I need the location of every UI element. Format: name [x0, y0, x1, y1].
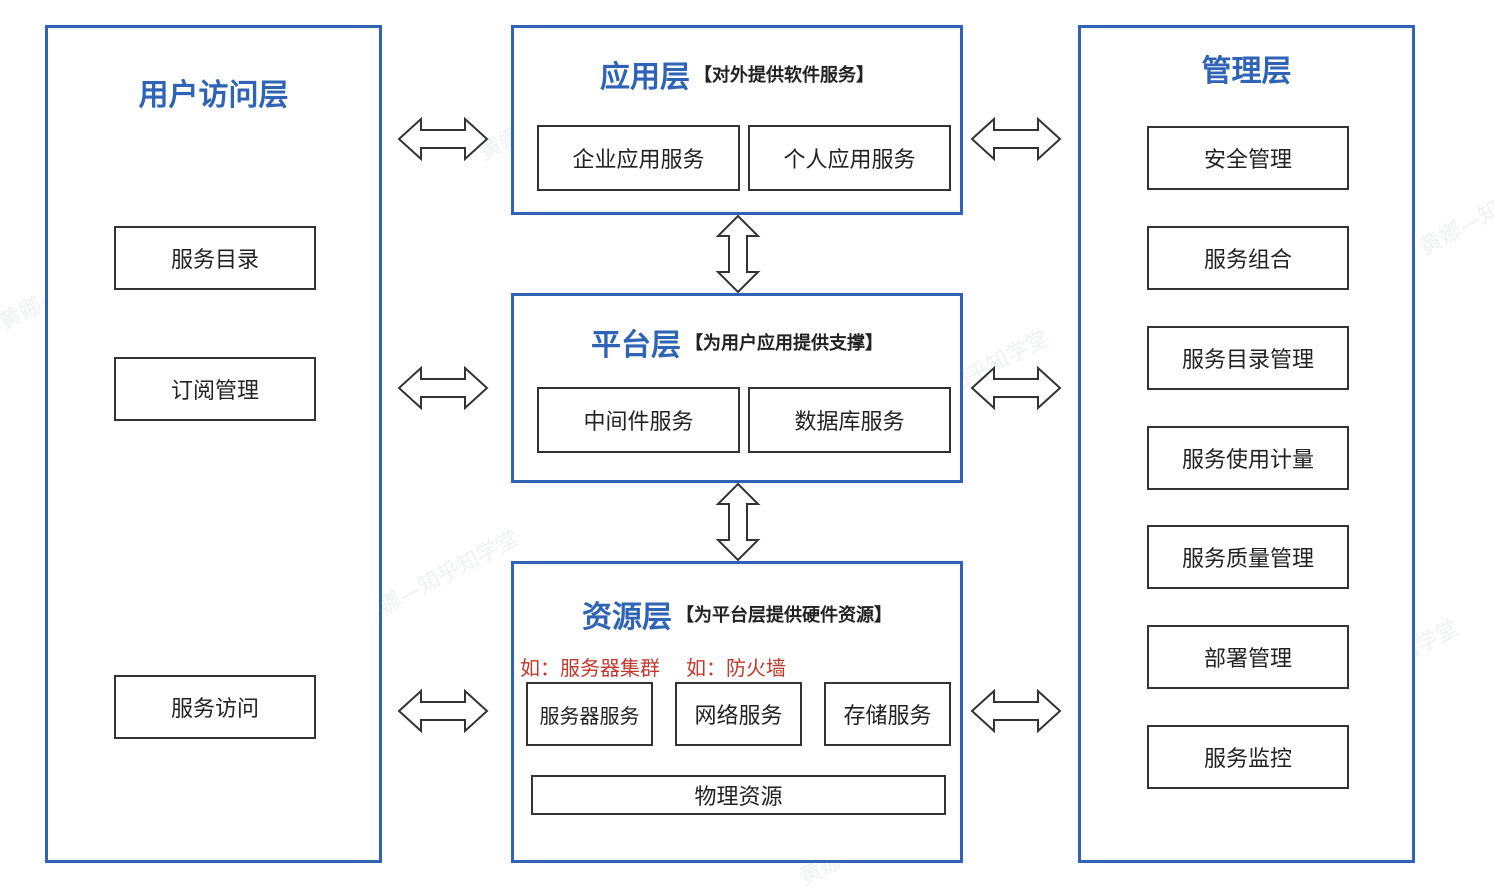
service-access-box: 服务访问: [114, 675, 316, 739]
resource-layer-title: 资源层: [582, 600, 672, 635]
deployment-management-box: 部署管理: [1147, 625, 1349, 689]
storage-service-box: 存储服务: [824, 682, 951, 746]
personal-app-service-box: 个人应用服务: [748, 125, 951, 191]
middleware-service-box: 中间件服务: [537, 387, 740, 453]
server-service-box: 服务器服务: [526, 682, 653, 746]
double-arrow-horizontal-icon: [970, 116, 1062, 162]
example-firewall: 如：防火墙: [686, 656, 786, 680]
platform-layer-panel: 平台层【为用户应用提供支撑】 中间件服务 数据库服务: [511, 293, 963, 483]
security-management-box: 安全管理: [1147, 126, 1349, 190]
service-quality-management-box: 服务质量管理: [1147, 525, 1349, 589]
watermark: 黄娜—知乎知学堂: [1415, 155, 1494, 261]
double-arrow-horizontal-icon: [397, 365, 489, 411]
example-server-cluster: 如：服务器集群: [520, 656, 660, 680]
double-arrow-horizontal-icon: [970, 365, 1062, 411]
double-arrow-vertical-icon: [715, 482, 761, 562]
platform-layer-note: 【为用户应用提供支撑】: [685, 333, 883, 354]
physical-resources-box: 物理资源: [531, 775, 946, 815]
user-access-layer-panel: 用户访问层 服务目录 订阅管理 服务访问: [45, 25, 382, 863]
management-layer-title: 管理层: [1201, 54, 1292, 89]
management-layer-panel: 管理层 安全管理 服务组合 服务目录管理 服务使用计量 服务质量管理 部署管理 …: [1078, 25, 1415, 863]
subscription-management-box: 订阅管理: [114, 357, 316, 421]
service-catalog-box: 服务目录: [114, 226, 316, 290]
service-catalog-management-box: 服务目录管理: [1147, 326, 1349, 390]
platform-layer-header: 平台层【为用户应用提供支撑】: [514, 320, 960, 364]
network-service-box: 网络服务: [675, 682, 802, 746]
application-layer-header: 应用层【对外提供软件服务】: [514, 52, 960, 96]
enterprise-app-service-box: 企业应用服务: [537, 125, 740, 191]
database-service-box: 数据库服务: [748, 387, 951, 453]
double-arrow-vertical-icon: [715, 214, 761, 294]
platform-layer-title: 平台层: [591, 328, 681, 363]
double-arrow-horizontal-icon: [397, 116, 489, 162]
service-usage-metering-box: 服务使用计量: [1147, 426, 1349, 490]
application-layer-title: 应用层: [600, 60, 690, 95]
service-composition-box: 服务组合: [1147, 226, 1349, 290]
resource-layer-panel: 资源层【为平台层提供硬件资源】 如：服务器集群 如：防火墙 服务器服务 网络服务…: [511, 561, 963, 863]
application-layer-panel: 应用层【对外提供软件服务】 企业应用服务 个人应用服务: [511, 25, 963, 215]
resource-layer-note: 【为平台层提供硬件资源】: [676, 605, 892, 626]
service-monitoring-box: 服务监控: [1147, 725, 1349, 789]
application-layer-note: 【对外提供软件服务】: [694, 65, 874, 86]
double-arrow-horizontal-icon: [970, 688, 1062, 734]
double-arrow-horizontal-icon: [397, 688, 489, 734]
user-access-layer-title: 用户访问层: [138, 78, 289, 113]
resource-layer-header: 资源层【为平台层提供硬件资源】: [514, 592, 960, 636]
